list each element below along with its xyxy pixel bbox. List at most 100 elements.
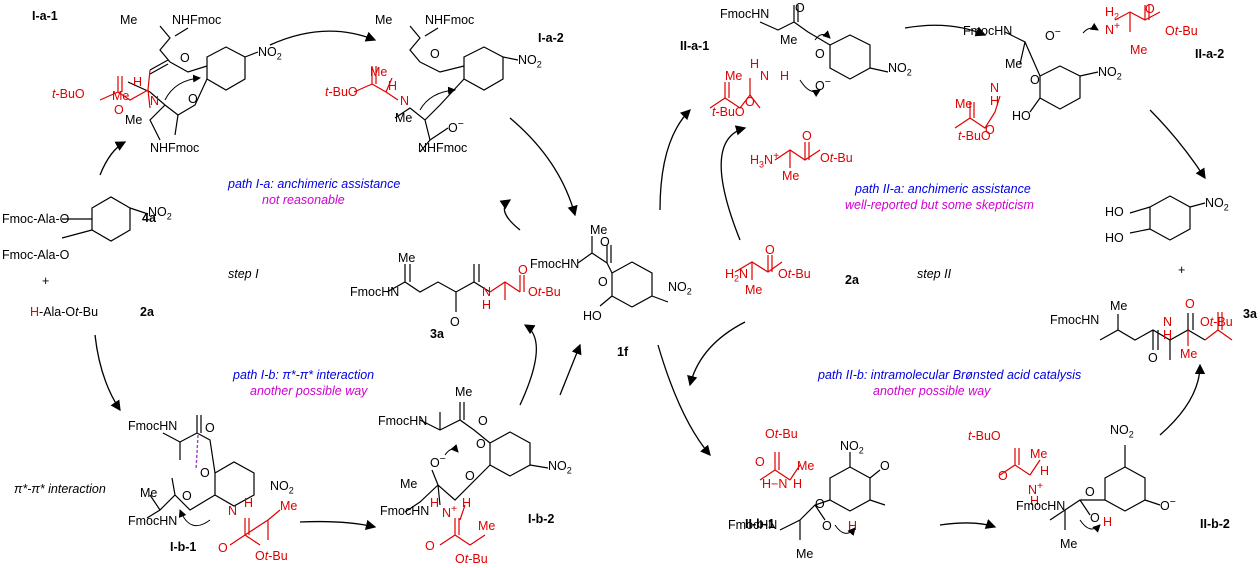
Ia1-o2: O [188,92,198,106]
IIb1-o-ester: O [815,497,825,511]
label-2a-left: 2a [140,305,154,319]
IIa1-o-red: O [745,95,755,109]
IIb2-me-red: Me [1030,447,1048,461]
IIa2-me: Me [1005,57,1023,71]
IIa1-o-minus: O− [815,77,831,94]
IIa2-me-red-2: Me [1130,43,1148,57]
IIa2-otbu: Ot-Bu [1165,24,1198,38]
label-2a-mid: 2a [845,273,859,287]
h3n-ala-otbu: H3N+ [750,151,780,170]
side-note-pi-pi: π*-π* interaction [14,482,106,496]
Ib2-o-ester: O [476,437,486,451]
Ia1-n: N [150,94,160,108]
Ia2-no2: NO2 [518,53,542,70]
label-I-a-2: I-a-2 [538,31,564,45]
reactant-h-ala-otbu: H-Ala-Ot-Bu [30,305,99,319]
IIa1-h: H [780,69,790,83]
Ib2-o-minus: O− [430,454,446,471]
h3n-otbu: Ot-Bu [820,151,853,165]
Ib1-fmochn-2: FmocHN [128,514,178,528]
Ib1-o-2: O [182,489,192,503]
Ib1-me-red: Me [280,499,298,513]
IIa1-o: O [795,1,805,15]
3a-right-o-red: O [1185,297,1195,311]
ring-1f [611,261,653,308]
path-Ib-title: path I-b: π*-π* interaction [233,368,375,382]
label-4a: 4a [142,211,156,225]
1f-me: Me [590,223,608,237]
3a-right-otbu: Ot-Bu [1200,315,1233,329]
1f-no2: NO2 [668,280,692,297]
Ib2-me: Me [455,385,473,399]
Ib1-n: N [228,504,238,518]
Ia2-me-2: Me [395,111,413,125]
2a-me: Me [745,283,763,297]
Ib2-h: H [430,496,440,510]
ring-Ia2 [463,46,504,91]
Ia2-nhfmoc-bottom: NHFmoc [418,141,468,155]
catechol-ho-2: HO [1105,231,1124,245]
3a-left-fmochn: FmocHN [350,285,400,299]
Ib2-no2: NO2 [548,459,572,476]
label-II-b-1: II-b-1 [745,517,775,531]
IIa2-tbuo: t-BuO [958,129,991,143]
Ib2-me-red: Me [478,519,496,533]
Ib2-fmochn-2: FmocHN [380,504,430,518]
3a-right-me-red: Me [1180,347,1198,361]
Ib2-otbu: Ot-Bu [455,552,488,566]
IIb2-h-2: H [1030,494,1040,508]
label-I-b-1: I-b-1 [170,540,197,554]
Ia2-tbuo: t-BuO [325,85,358,99]
Ia2-nhfmoc-top: NHFmoc [425,13,475,27]
reactant-plus: + [42,274,50,288]
label-I-b-2: I-b-2 [528,512,555,526]
Ib2-fmochn: FmocHN [378,414,428,428]
path-IIb-title: path II-b: intramolecular Brønsted acid … [818,368,1082,382]
Ia2-me: Me [375,13,393,27]
1f-o-carbonyl: O [600,235,610,249]
label-3a-right: 3a [1243,307,1257,321]
label-II-a-2: II-a-2 [1195,47,1225,61]
red-bonds [99,5,1233,546]
IIb1-fmochn: FmocHN [728,518,778,532]
Ia1-me: Me [120,13,138,27]
3a-left-o-red: O [518,263,528,277]
label-I-a-1: I-a-1 [32,9,58,23]
IIb2-o-2: O [1090,511,1100,525]
Ia1-me-2: Me [125,113,143,127]
Ib1-h: H [244,496,254,510]
IIb1-o-red: O [755,455,765,469]
IIa1-h-top: H [750,57,760,71]
purple-dashed-interaction [195,434,199,471]
2a-otbu: Ot-Bu [778,267,811,281]
2a-h2n: H2N [725,267,749,284]
Ia1-o1: O [180,51,190,65]
Ib1-o-ester: O [200,466,210,480]
Ib1-no2: NO2 [270,479,294,496]
IIb2-fmochn: FmocHN [1016,499,1066,513]
ring-IIa2 [1039,65,1081,110]
3a-right-o: O [1148,351,1158,365]
IIb2-o-minus: O− [1160,497,1176,514]
IIa1-me-red: Me [725,69,743,83]
Ia2-o: O [430,47,440,61]
IIa2-o-minus: O− [1045,27,1061,44]
Ia2-me-red: Me [370,65,388,79]
h3n-me: Me [782,169,800,183]
Ib2-n: N+ [442,504,458,521]
ring-Ib2 [489,431,531,477]
4a-no2: NO2 [148,205,172,222]
Ia1-me-red: Me [112,89,130,103]
ring-4a [91,196,131,242]
IIb1-h-n: H−N [762,477,788,491]
Ib2-me-2: Me [400,477,418,491]
Ia1-tbuo: t-BuO [52,87,85,101]
Ia1-no2: NO2 [258,45,282,62]
Ib2-o-red: O [425,539,435,553]
catechol-ho-1: HO [1105,205,1124,219]
IIa1-no2: NO2 [888,61,912,78]
electron-push-arrows [164,22,1101,536]
